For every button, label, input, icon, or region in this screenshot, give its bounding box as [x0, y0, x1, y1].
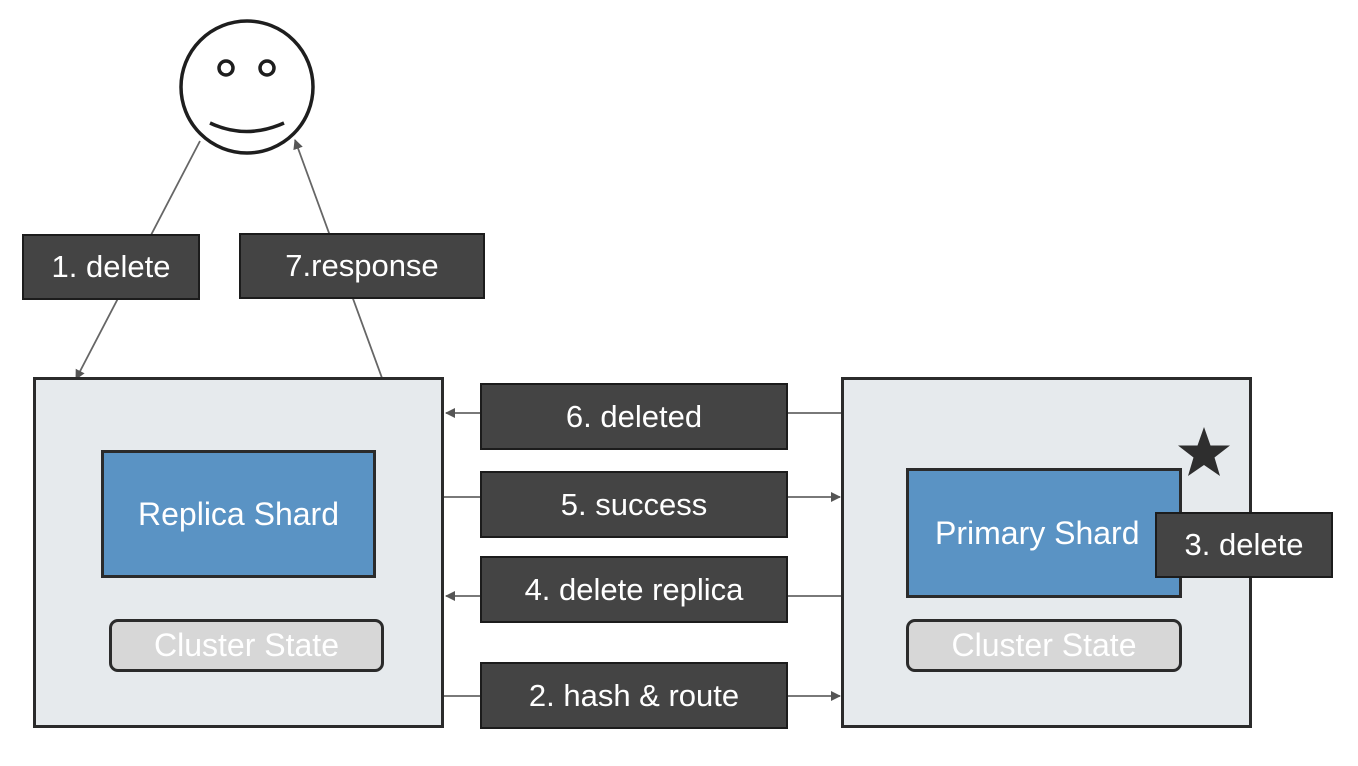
primary-cluster-state: Cluster State	[906, 619, 1182, 672]
step7-label: 7.response	[239, 233, 485, 299]
step3-label: 3. delete	[1155, 512, 1333, 578]
step4-label: 4. delete replica	[480, 556, 788, 623]
star-icon	[1176, 425, 1232, 481]
step1-label: 1. delete	[22, 234, 200, 300]
primary-shard: Primary Shard	[906, 468, 1182, 598]
user-smiley	[178, 16, 318, 158]
replica-cluster-state: Cluster State	[109, 619, 384, 672]
step2-label: 2. hash & route	[480, 662, 788, 729]
smiley-face-icon	[179, 19, 315, 155]
step6-label: 6. deleted	[480, 383, 788, 450]
replica-shard: Replica Shard	[101, 450, 376, 578]
step5-label: 5. success	[480, 471, 788, 538]
